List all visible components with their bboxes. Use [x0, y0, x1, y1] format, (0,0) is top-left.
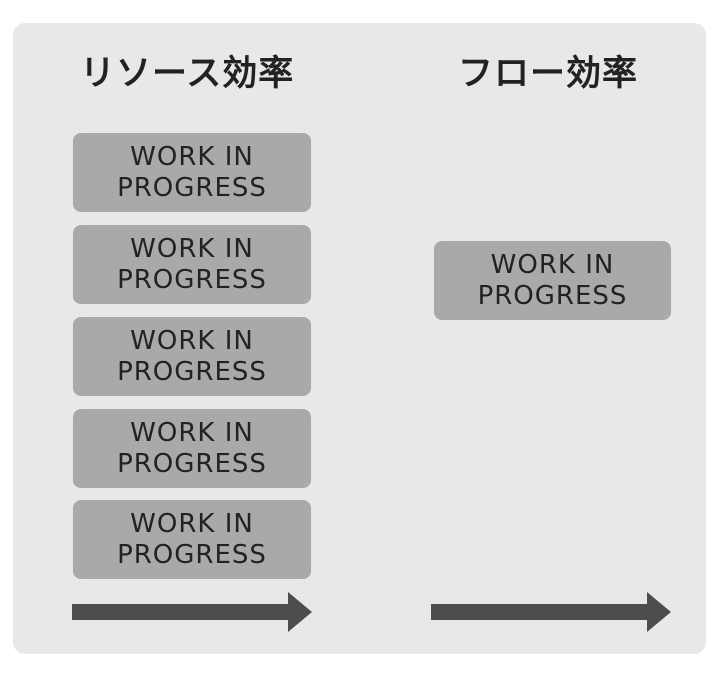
wip-label-line2: PROGRESS — [117, 539, 267, 570]
resource-efficiency-title: リソース効率 — [80, 54, 295, 94]
wip-label-line2: PROGRESS — [117, 356, 267, 387]
wip-box-resource-4: WORK IN PROGRESS — [73, 409, 311, 488]
wip-box-resource-1: WORK IN PROGRESS — [73, 133, 311, 212]
resource-arrow-icon — [72, 592, 312, 632]
wip-label-line2: PROGRESS — [117, 264, 267, 295]
flow-efficiency-title: フロー効率 — [458, 54, 639, 94]
wip-label-line2: PROGRESS — [117, 448, 267, 479]
flow-arrow-icon — [431, 592, 671, 632]
wip-box-resource-2: WORK IN PROGRESS — [73, 225, 311, 304]
wip-box-flow-1: WORK IN PROGRESS — [434, 241, 671, 320]
wip-label-line1: WORK IN — [130, 233, 254, 264]
resource-arrow-shape — [72, 592, 312, 632]
wip-label-line2: PROGRESS — [117, 172, 267, 203]
wip-label-line1: WORK IN — [130, 141, 254, 172]
wip-label-line1: WORK IN — [490, 249, 615, 280]
wip-label-line1: WORK IN — [130, 508, 254, 539]
wip-box-resource-5: WORK IN PROGRESS — [73, 500, 311, 579]
wip-label-line2: PROGRESS — [477, 280, 628, 311]
wip-box-resource-3: WORK IN PROGRESS — [73, 317, 311, 396]
wip-label-line1: WORK IN — [130, 417, 254, 448]
wip-label-line1: WORK IN — [130, 325, 254, 356]
flow-arrow-shape — [431, 592, 671, 632]
